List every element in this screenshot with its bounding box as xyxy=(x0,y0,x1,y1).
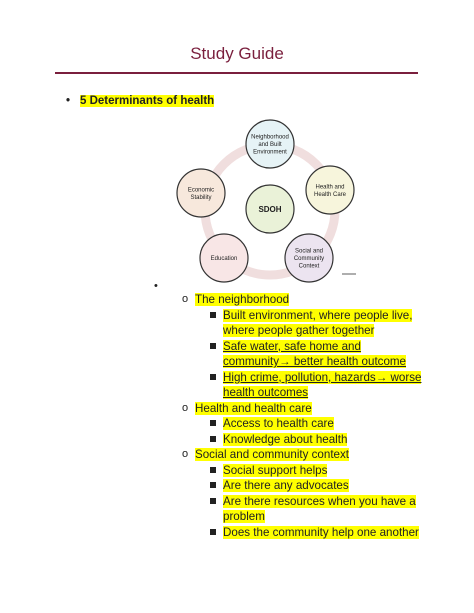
outline-item: Does the community help one another xyxy=(182,525,422,541)
diagram-node-label: Health and xyxy=(315,184,344,190)
diagram-node-circle xyxy=(305,165,355,215)
outline-item: Are there any advocates xyxy=(182,478,422,494)
diagram-node-circle xyxy=(284,233,334,283)
diagram-node-label: Health Care xyxy=(314,192,347,198)
item-text: Are there any advocates xyxy=(223,479,349,492)
diagram-node-label: Stability xyxy=(190,195,211,201)
section-label: Health and health care xyxy=(195,401,312,415)
outline-item: Built environment, where people live, wh… xyxy=(182,308,422,339)
section-label: The neighborhood xyxy=(195,293,290,306)
item-text: Access to health care xyxy=(223,417,334,430)
square-bullet-icon xyxy=(210,420,216,426)
square-bullet-icon xyxy=(210,466,216,473)
page-title: Study Guide xyxy=(190,44,284,63)
diagram-node-circle xyxy=(245,119,295,169)
diagram-node-label: Context xyxy=(299,264,320,270)
item-text: Safe water, safe home and community→ bet… xyxy=(223,339,407,368)
item-text: Social support helps xyxy=(223,463,328,477)
title-divider xyxy=(55,72,418,74)
square-bullet-icon xyxy=(210,311,216,318)
outline-item: Are there resources when you have a prob… xyxy=(182,494,422,525)
outline-section: o Social and community context xyxy=(182,447,422,463)
main-bullet: • 5 Determinants of health xyxy=(66,95,215,107)
diagram-node-label: Environment xyxy=(253,150,287,156)
diagram-node-circle xyxy=(176,168,226,218)
item-text: High crime, pollution, hazards→ worse he… xyxy=(223,370,422,399)
diagram-node-label: Community xyxy=(294,256,324,262)
square-bullet-icon xyxy=(210,497,216,504)
square-bullet-icon xyxy=(210,342,216,349)
square-bullet-icon xyxy=(210,528,216,535)
square-bullet-icon xyxy=(210,373,216,380)
outline-item: Social support helps xyxy=(182,463,422,479)
diagram-node: Education xyxy=(199,233,249,283)
section-marker: o xyxy=(182,401,189,414)
item-text: Does the community help one another xyxy=(223,525,419,539)
outline-item: Knowledge about health xyxy=(182,432,422,448)
main-bullet-text: 5 Determinants of health xyxy=(80,95,215,107)
outline-item: High crime, pollution, hazards→ worse he… xyxy=(182,370,422,401)
outline-item: Safe water, safe home and community→ bet… xyxy=(182,339,422,370)
outline-section: o Health and health care xyxy=(182,401,422,417)
stray-bullet: • xyxy=(154,280,158,292)
bullet-marker: • xyxy=(66,95,71,107)
diagram-node-label: Social and xyxy=(295,249,323,255)
square-bullet-icon xyxy=(210,435,216,442)
section-label: Social and community context xyxy=(195,448,350,461)
sdoh-center-label: SDOH xyxy=(258,205,281,214)
section-marker: o xyxy=(182,448,189,460)
item-text: Built environment, where people live, wh… xyxy=(223,308,413,337)
sdoh-center-circle xyxy=(245,184,295,234)
diagram-node-circle xyxy=(199,233,249,283)
outline-section: o The neighborhood xyxy=(182,292,422,308)
square-bullet-icon xyxy=(210,482,216,488)
diagram-node-label: and Built xyxy=(258,142,282,148)
diagram-node-label: Economic xyxy=(188,187,214,193)
item-text: Knowledge about health xyxy=(223,432,348,446)
diagram-node-label: Education xyxy=(211,256,238,262)
section-marker: o xyxy=(182,293,189,305)
diagram-node-label: Neighborhood xyxy=(251,135,289,141)
outline-item: Access to health care xyxy=(182,416,422,432)
item-text: Are there resources when you have a prob… xyxy=(223,494,416,523)
